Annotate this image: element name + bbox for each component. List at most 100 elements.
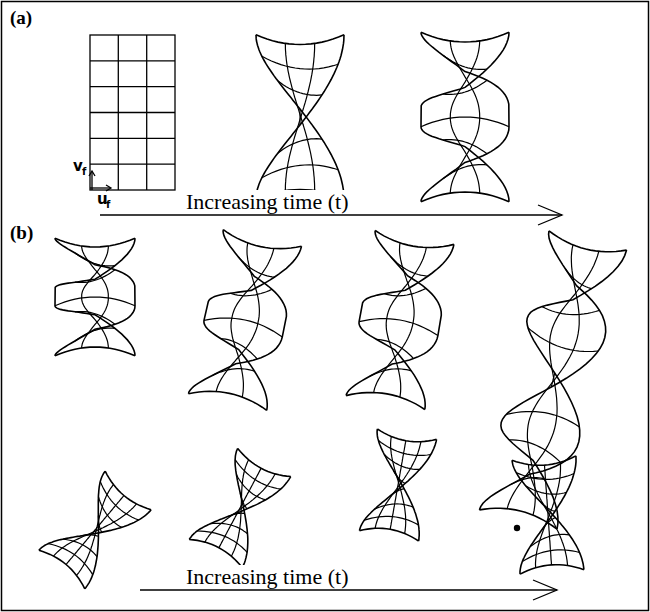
axis-symbol: f [106,199,110,210]
twisted-ribbon [421,32,509,201]
grid-line [55,238,135,356]
twisted-ribbon [479,231,626,529]
twisted-ribbon [39,471,151,589]
twisted-ribbon [189,448,290,567]
twisted-ribbon [55,238,135,356]
grid-line [542,307,599,315]
grid-line [384,455,419,470]
grid-line [223,230,301,249]
grid-line [421,32,509,201]
grid-line [384,288,426,295]
grid-line [75,253,115,266]
grid-line [377,429,436,442]
grid-line [48,544,92,575]
grid-line [262,56,338,69]
grid-line [256,35,344,199]
flat-grid [90,35,175,190]
panel-label: (a) [10,8,32,29]
twisted-ribbons [39,32,627,589]
grid-line [211,523,248,533]
grid-line [55,238,135,356]
grid-line [256,35,344,199]
grid-line [394,471,405,484]
grid-line [189,540,242,568]
grid-line [278,81,322,95]
grid-line [549,231,627,252]
grid-line [375,504,413,509]
twisted-ribbon [256,35,344,199]
grid-line [285,43,314,190]
grid-line [55,347,135,356]
grid-line [551,373,554,387]
grid-line [520,565,584,574]
grid-line [285,43,314,190]
grid-line [256,35,344,45]
grid-line [443,80,487,94]
grid-line [81,535,98,536]
grid-line [55,297,135,306]
grid-line [375,231,454,248]
grid-line [443,55,487,69]
twisted-ribbon [189,230,302,411]
grid-line [63,539,97,557]
grid-line [389,489,404,497]
grid-line [346,393,425,410]
grid-line [213,369,255,376]
grid-line [360,439,437,530]
axis-symbol: f [82,166,86,177]
grid-line [75,328,115,341]
grid-line [235,460,281,490]
grid-line [189,391,267,410]
grid-line [238,257,275,278]
grid-line [204,246,302,410]
grid-line [506,412,579,427]
grid-line [522,550,579,562]
twisted-ribbon [512,456,584,574]
grid-line [516,473,574,480]
grid-line [377,429,419,541]
grid-line [378,441,430,456]
grid-line [501,231,606,529]
grid-line [528,328,598,352]
panel-label: (b) [10,223,33,244]
grid-line [262,165,338,178]
grid-line [540,501,555,511]
grid-line [55,238,135,247]
axis-arrows [89,171,111,191]
axis-caption: Increasing time (t) [184,565,351,589]
grid-line [240,493,247,509]
grid-line [364,516,418,525]
grid-line [509,440,561,464]
grid-line [391,257,428,276]
grid-line [421,32,509,42]
grid-line [231,249,274,398]
grid-line [299,109,300,125]
grid-line [228,513,245,516]
grid-line [105,471,151,510]
grid-line [542,518,555,530]
hinge-dot [514,525,520,531]
grid-line [479,250,626,510]
grid-line [565,268,592,288]
grid-line [507,251,599,508]
grid-line [189,477,290,540]
grid-line [530,534,569,546]
grid-line [359,319,438,336]
grid-line [75,312,115,325]
grid-line [526,486,566,494]
grid-line [512,456,576,465]
grid-line [39,510,151,550]
grid-line [545,465,552,565]
grid-line [443,140,487,154]
grid-line [221,339,258,360]
grid-line [370,369,412,376]
grid-line [39,550,85,589]
grid-line [443,165,487,179]
grid-line [98,516,102,533]
grid-line [421,192,509,202]
axis-symbol: v [73,158,83,175]
grid-line [421,32,509,201]
